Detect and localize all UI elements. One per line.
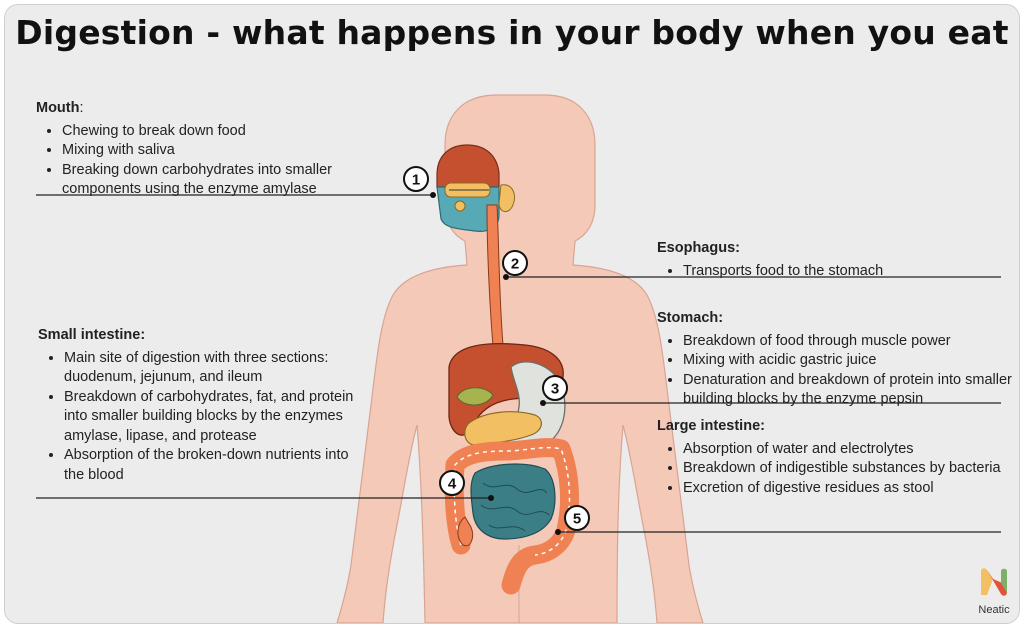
small-intestine-list: Main site of digestion with three sectio… (38, 349, 368, 486)
stomach-heading: Stomach: (657, 310, 724, 326)
marker-2-label: 2 (511, 256, 519, 273)
mouth-heading-colon: : (79, 100, 84, 116)
marker-4-label: 4 (448, 476, 457, 493)
marker-1-label: 1 (412, 172, 420, 189)
list-item: Absorption of water and electrolytes (683, 440, 1007, 460)
marker-1: 1 (403, 166, 429, 192)
marker-dot-5 (555, 529, 561, 535)
large-intestine-list: Absorption of water and electrolytes Bre… (657, 440, 1007, 499)
neatic-logo-icon (981, 568, 1007, 596)
marker-dot-4 (488, 495, 494, 501)
esophagus-section: Esophagus: Transports food to the stomac… (657, 239, 997, 281)
small-intestine-heading: Small intestine: (38, 327, 146, 343)
list-item: Breakdown of indigestible substances by … (683, 459, 1007, 479)
list-item: Denaturation and breakdown of protein in… (683, 371, 1012, 410)
list-item: Excretion of digestive residues as stool (683, 479, 1007, 499)
mouth-section: Mouth: Chewing to break down food Mixing… (36, 99, 376, 200)
stomach-section: Stomach: Breakdown of food through muscl… (657, 309, 1012, 410)
marker-4: 4 (439, 470, 465, 496)
stomach-list: Breakdown of food through muscle power M… (657, 332, 1012, 410)
mouth-anatomy (436, 144, 515, 232)
list-item: Breakdown of food through muscle power (683, 332, 1012, 352)
list-item: Transports food to the stomach (683, 262, 997, 282)
esophagus-heading: Esophagus: (657, 240, 740, 256)
marker-dot-2 (503, 274, 509, 280)
large-intestine-heading: Large intestine: (657, 418, 765, 434)
list-item: Breakdown of carbohydrates, fat, and pro… (64, 388, 368, 447)
body-illustration: 1 2 3 4 5 (36, 94, 1001, 623)
list-item: Mixing with acidic gastric juice (683, 351, 1012, 371)
page-title: Digestion - what happens in your body wh… (15, 13, 1009, 52)
list-item: Main site of digestion with three sectio… (64, 349, 368, 388)
marker-2: 2 (502, 250, 528, 276)
marker-5: 5 (564, 505, 590, 531)
small-intestine-section: Small intestine: Main site of digestion … (38, 326, 368, 485)
connector-lines (36, 194, 1001, 533)
infographic-frame: 1 2 3 4 5 Digestion - what happens in yo… (4, 4, 1020, 624)
logo-text: Neatic (978, 604, 1010, 616)
marker-3-label: 3 (551, 381, 559, 398)
gallbladder (456, 387, 494, 406)
neatic-logo: Neatic (974, 565, 1014, 616)
pancreas (464, 411, 542, 446)
esophagus-list: Transports food to the stomach (657, 262, 997, 282)
large-intestine-section: Large intestine: Absorption of water and… (657, 417, 1007, 498)
marker-5-label: 5 (573, 511, 581, 528)
marker-dot-3 (540, 400, 546, 406)
small-intestine (470, 463, 556, 540)
marker-dot-1 (430, 192, 436, 198)
list-item: Absorption of the broken-down nutrients … (64, 446, 368, 485)
list-item: Mixing with saliva (62, 141, 376, 161)
marker-3: 3 (542, 375, 568, 401)
list-item: Chewing to break down food (62, 122, 376, 142)
list-item: Breaking down carbohydrates into smaller… (62, 161, 376, 200)
mouth-heading: Mouth (36, 100, 80, 116)
mouth-heading-row: Mouth: (36, 99, 376, 119)
mouth-list: Chewing to break down food Mixing with s… (36, 122, 376, 200)
